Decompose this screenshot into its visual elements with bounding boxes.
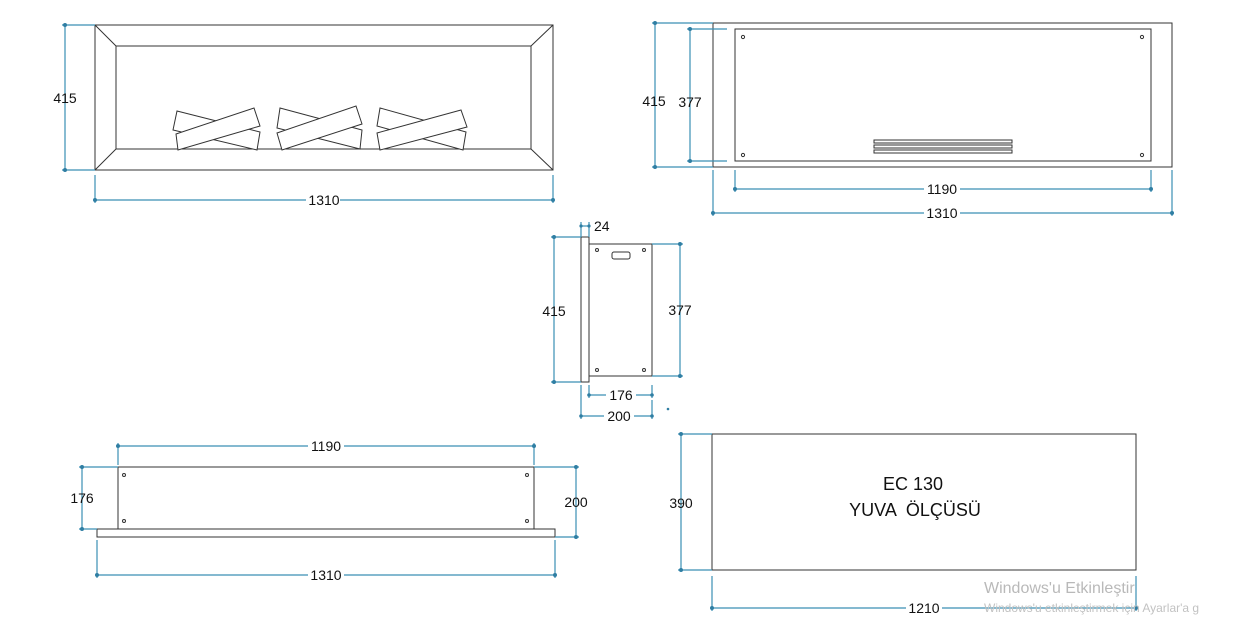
rear-inner-width-label: 1190 (927, 181, 957, 197)
top-width-dimension: 1190 (116, 438, 536, 465)
side-height-dimension: 415 (542, 235, 581, 384)
top-total-width-label: 1310 (310, 567, 341, 583)
niche-height-dimension: 390 (669, 432, 712, 572)
side-handle-slot (611, 251, 631, 260)
side-body (588, 243, 653, 377)
rear-inner-width-dimension: 1190 (733, 170, 1153, 197)
front-width-dimension: 1310 (93, 175, 555, 208)
rear-view: 415 377 1190 1310 (642, 21, 1174, 221)
niche-view: EC 130 YUVA ÖLÇÜSÜ 390 1210 (669, 432, 1138, 616)
front-height-label: 415 (53, 90, 77, 106)
top-left-height-dimension: 176 (70, 465, 118, 531)
top-left-height-label: 176 (70, 490, 94, 506)
side-thickness-label: 24 (594, 218, 610, 234)
niche-title: EC 130 (883, 474, 943, 494)
rear-width-label: 1310 (926, 205, 957, 221)
log-set-2 (276, 105, 363, 151)
side-depth-dimension: 176 (587, 385, 654, 403)
windows-activation-watermark: Windows'u Etkinleştir Windows'u etkinleş… (984, 580, 1199, 615)
top-view: 1190 176 200 1310 (70, 438, 588, 583)
side-inner-height-label: 377 (668, 302, 692, 318)
front-view: 415 1310 (53, 23, 555, 208)
niche-width-dimension: 1210 (710, 576, 1138, 616)
side-inner-height-dimension: 377 (652, 242, 692, 378)
top-front-frame (96, 528, 556, 538)
log-set-3 (376, 107, 468, 151)
side-total-depth-label: 200 (607, 408, 631, 424)
watermark-line2: Windows'u etkinleştirmek için Ayarlar'a … (984, 601, 1199, 615)
top-right-height-label: 200 (564, 494, 588, 510)
niche-rectangle (711, 433, 1137, 571)
side-front-frame (580, 236, 590, 383)
stray-dot (666, 407, 670, 411)
front-firebox-opening (115, 45, 532, 150)
side-view: 24 415 377 176 (542, 218, 692, 424)
side-depth-label: 176 (609, 387, 633, 403)
watermark-line1: Windows'u Etkinleştir (984, 580, 1135, 597)
niche-height-label: 390 (669, 495, 693, 511)
niche-width-label: 1210 (908, 600, 939, 616)
side-thickness-dimension: 24 (579, 218, 610, 237)
top-width-label: 1190 (311, 438, 341, 454)
front-height-dimension: 415 (53, 23, 95, 172)
front-outer-frame (94, 24, 554, 171)
top-body (117, 466, 535, 530)
top-total-width-dimension: 1310 (95, 540, 557, 583)
rear-ventilation-grille (873, 139, 1013, 154)
side-height-label: 415 (542, 303, 566, 319)
rear-height-dimension: 415 (642, 21, 713, 169)
rear-width-dimension: 1310 (711, 170, 1174, 221)
niche-subtitle: YUVA ÖLÇÜSÜ (849, 500, 981, 520)
rear-inner-height-dimension: 377 (678, 27, 727, 163)
log-set-1 (172, 107, 261, 151)
front-width-label: 1310 (308, 192, 339, 208)
rear-inner-height-label: 377 (678, 94, 702, 110)
rear-outer-frame (712, 22, 1173, 168)
rear-back-panel (734, 28, 1152, 162)
side-total-depth-dimension: 200 (579, 385, 654, 424)
rear-height-label: 415 (642, 93, 666, 109)
top-right-height-dimension: 200 (534, 465, 588, 539)
